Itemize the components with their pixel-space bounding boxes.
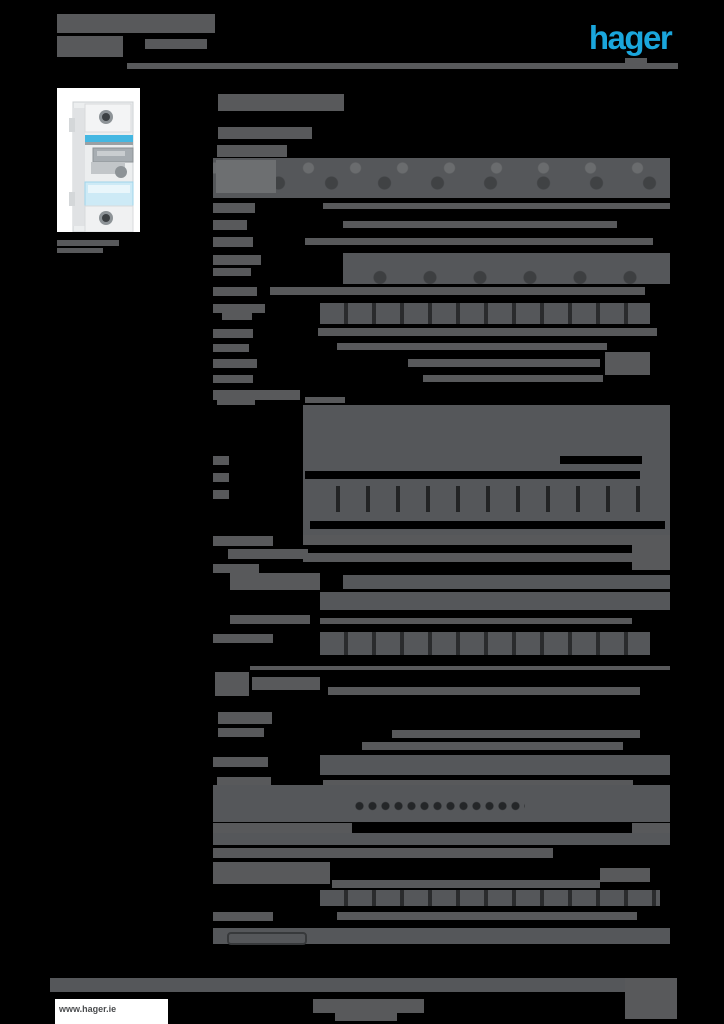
redacted-text-bar — [217, 777, 271, 786]
mcb-product-photo — [57, 88, 140, 232]
redacted-text-bar — [57, 36, 123, 57]
redacted-text-bar — [320, 618, 632, 624]
redacted-table-band — [320, 303, 650, 324]
redacted-text-bar — [230, 573, 320, 590]
redacted-band-dots — [343, 253, 670, 284]
redacted-text-bar — [218, 728, 264, 737]
redacted-band — [320, 755, 670, 775]
redacted-band — [213, 833, 670, 845]
redacted-text-bar — [337, 912, 637, 920]
redacted-text-bar — [423, 375, 603, 382]
redacted-text-bar — [213, 375, 253, 383]
redacted-band — [320, 592, 670, 610]
redacted-text-bar — [222, 313, 252, 320]
redacted-text-bar — [328, 687, 640, 695]
redacted-text-bar — [213, 912, 273, 921]
hager-logo: hager — [588, 19, 673, 56]
redacted-text-bar — [213, 268, 251, 276]
redacted-text-bar — [318, 328, 657, 336]
redacted-text-bar — [213, 456, 229, 465]
row-gap — [310, 521, 665, 529]
redacted-text-bar — [217, 396, 255, 405]
redacted-text-bar — [213, 237, 253, 247]
redacted-text-bar — [392, 730, 640, 738]
redacted-text-bar — [213, 390, 300, 400]
redacted-text-bar — [57, 248, 103, 253]
redacted-text-bar — [270, 287, 645, 295]
redacted-text-bar — [632, 545, 670, 570]
outline-box — [227, 932, 307, 945]
redacted-text-bar — [362, 742, 623, 750]
redacted-text-bar — [218, 712, 272, 724]
footer-url-box: www.hager.ie — [55, 999, 168, 1024]
redacted-text-bar — [332, 880, 600, 888]
redacted-text-bar — [305, 397, 345, 403]
row-gap — [560, 456, 642, 464]
redacted-text-bar — [213, 536, 273, 546]
redacted-text-bar — [213, 329, 253, 338]
redacted-band — [343, 575, 670, 589]
redacted-text-bar — [252, 677, 320, 690]
redacted-text-bar — [335, 1013, 397, 1021]
redacted-text-bar — [213, 564, 259, 573]
redacted-text-bar — [303, 553, 632, 562]
redacted-text-bar — [213, 848, 553, 858]
redacted-text-bar — [57, 14, 215, 33]
redacted-text-bar — [218, 127, 312, 139]
redacted-text-bar — [213, 862, 330, 884]
redacted-text-bar — [313, 999, 424, 1013]
redacted-text-bar — [408, 359, 600, 367]
redacted-text-bar — [343, 221, 617, 228]
redacted-text-bar — [213, 823, 352, 833]
redacted-text-bar — [217, 145, 287, 157]
redacted-text-bar — [625, 978, 677, 1019]
redacted-highlight — [216, 160, 276, 193]
redacted-text-bar — [57, 240, 119, 246]
redacted-text-bar — [303, 535, 670, 545]
redacted-text-bar — [228, 549, 308, 559]
redacted-text-bar — [213, 490, 229, 499]
redacted-text-bar — [230, 615, 310, 624]
redacted-text-bar — [625, 58, 647, 64]
footer-url-link[interactable]: www.hager.ie — [59, 1004, 117, 1014]
redacted-text-bar — [213, 634, 273, 643]
redacted-text-bar — [145, 39, 207, 49]
table-column-gaps — [310, 486, 650, 512]
redacted-text-bar — [605, 352, 650, 375]
redacted-text-bar — [305, 238, 653, 245]
redacted-band — [213, 928, 670, 944]
redacted-text-bar — [250, 666, 670, 670]
redacted-text-bar — [323, 780, 633, 788]
redacted-text-bar — [632, 823, 670, 833]
redacted-text-bar — [218, 94, 344, 111]
redacted-band-icons — [213, 158, 670, 198]
redacted-text-bar — [323, 203, 670, 209]
redacted-band — [50, 978, 677, 992]
redacted-text-bar — [337, 343, 607, 350]
row-gap — [305, 471, 640, 479]
product-image — [57, 88, 140, 232]
redacted-text-bar — [213, 304, 265, 313]
redacted-text-bar — [213, 203, 255, 213]
redacted-table-band — [320, 632, 650, 655]
redacted-text-bar — [600, 868, 650, 882]
redacted-table-band — [320, 890, 660, 906]
redacted-text-bar — [213, 255, 261, 265]
dot-pattern — [353, 800, 525, 812]
redacted-text-bar — [213, 757, 268, 767]
redacted-text-bar — [215, 672, 249, 696]
redacted-text-bar — [213, 344, 249, 352]
redacted-text-bar — [127, 63, 678, 69]
redacted-text-bar — [213, 220, 247, 230]
redacted-text-bar — [213, 287, 257, 296]
redacted-text-bar — [213, 473, 229, 482]
redacted-text-bar — [213, 359, 257, 368]
